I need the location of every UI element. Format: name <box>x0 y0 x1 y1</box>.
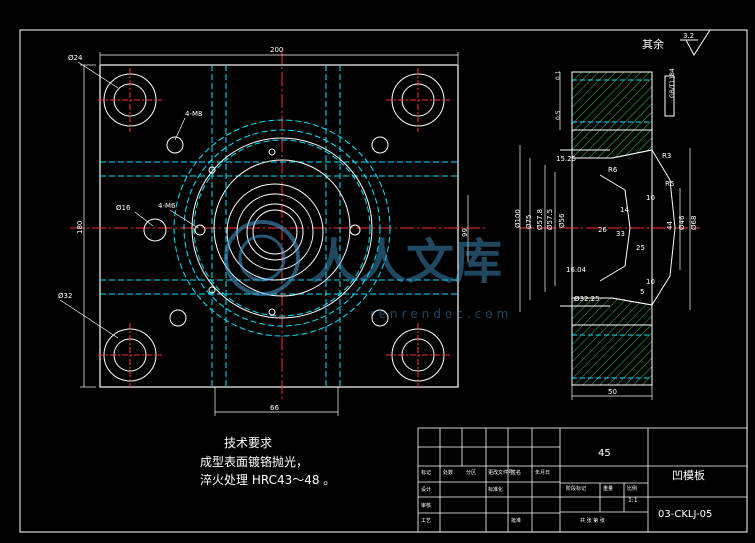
sec-r3: R3 <box>662 152 671 160</box>
sec-inner-dia-3: Ø57.5 <box>546 209 554 230</box>
roughness-symbol <box>685 29 711 56</box>
roughness-note: 其余 <box>642 37 664 51</box>
roughness-value: 3.2 <box>683 32 694 40</box>
sec-dim-44: 44 <box>666 221 674 230</box>
dim-width-top: 200 <box>270 46 283 54</box>
sec-note-top: 15.25 <box>556 155 576 163</box>
tb-row-label-1: 标记 <box>421 469 431 476</box>
dim-left-small: Ø16 <box>116 204 131 212</box>
sec-dim-14: 14 <box>620 206 629 214</box>
dim-thread-top: 4-M8 <box>185 110 202 118</box>
tb-standardization: 标准化 <box>488 486 503 493</box>
tb-row-label-3: 分区 <box>466 469 476 476</box>
tb-row-label-6: 年月日 <box>535 469 550 476</box>
tb-designer: 设计 <box>421 486 431 493</box>
boss-outer-circle <box>191 137 373 319</box>
sec-note-bottom: Ø32.25 <box>574 295 600 303</box>
sec-top-label: 0.5 <box>555 110 562 120</box>
dim-thread-left: 4-M6 <box>158 202 176 210</box>
tb-material: 45 <box>598 448 611 459</box>
section-view <box>519 71 700 400</box>
sec-small-10b: 10 <box>646 278 655 286</box>
cavity-circle-3 <box>236 193 314 271</box>
section-cavity <box>560 149 676 307</box>
sec-inner-dia-4: Ø56 <box>558 213 566 228</box>
sec-r6: R6 <box>608 166 618 174</box>
tech-req-title: 技术要求 <box>224 436 273 450</box>
sec-inner-dia-1: Ø75 <box>525 215 533 229</box>
sec-right-dia-2: Ø68 <box>690 216 698 230</box>
plan-dim-lines <box>59 52 469 416</box>
tb-weight: 重量 <box>603 485 613 492</box>
dim-right: 66 <box>460 228 468 237</box>
tb-sheet-info: 共 张 第 张 <box>580 517 605 524</box>
section-hatch-top <box>571 71 653 131</box>
drawing-border <box>19 29 748 533</box>
dim-top-left-hole: Ø24 <box>68 54 83 62</box>
tb-approve: 批准 <box>511 517 521 524</box>
title-block-grid <box>417 427 748 533</box>
dim-bottom: 66 <box>270 404 279 412</box>
sec-right-dia-1: Ø46 <box>678 215 686 230</box>
sec-bottom-dim: 50 <box>608 388 617 396</box>
sec-top-tol: 0.1 <box>555 70 562 80</box>
watermark-url: renrendoc.com <box>370 307 512 321</box>
watermark-logo <box>224 220 300 296</box>
tb-scale: 1:1 <box>628 497 638 504</box>
tb-row-label-2: 处数 <box>443 469 453 476</box>
sec-r5: R5 <box>665 180 674 188</box>
screw-holes <box>143 136 389 327</box>
sec-dim-25: 25 <box>636 244 645 252</box>
corner-hole-centers <box>98 68 450 387</box>
hidden-channels <box>100 65 458 387</box>
section-hatch-bottom <box>571 324 653 386</box>
tb-row-label-5: 签名 <box>511 469 521 476</box>
dim-height-left: 180 <box>76 221 84 234</box>
tb-stage-mark: 阶段标记 <box>566 485 586 492</box>
sec-small-10a: 10 <box>646 194 655 202</box>
sec-note-mid: 16.04 <box>566 266 587 274</box>
sec-left-dia: Ø100 <box>514 209 522 228</box>
sec-dim-33: 33 <box>616 230 625 238</box>
sec-dim-26: 26 <box>598 226 607 234</box>
sec-vert-label: GB/T1184 <box>669 68 676 98</box>
section-hidden <box>572 79 652 379</box>
watermark-text: 人人文库 <box>310 234 502 290</box>
tb-scale-label: 比例 <box>627 485 637 492</box>
tb-process: 工艺 <box>421 518 431 524</box>
tb-reviewer: 审核 <box>421 502 431 509</box>
section-dim-lines <box>519 72 691 400</box>
tb-drawing-no: 03-CKLJ-05 <box>658 509 712 520</box>
dim-bottom-left: Ø32 <box>58 292 72 300</box>
tech-req-line1: 成型表面镀铬抛光， <box>200 455 309 469</box>
sec-inner-dia-2: Ø57.8 <box>536 209 544 230</box>
tb-part-name: 凹模板 <box>672 468 705 482</box>
cavity-circle-5 <box>252 209 298 255</box>
side-dim-box <box>664 75 675 117</box>
sec-small-5: 5 <box>640 288 644 296</box>
tech-req-line2: 淬火处理 HRC43～48 。 <box>200 473 336 487</box>
plan-view <box>59 50 488 416</box>
tb-row-label-4: 更改文件号 <box>488 469 513 476</box>
plate-outline <box>99 64 459 388</box>
cavity-circle-4 <box>246 203 304 261</box>
section-hatch-mid <box>571 129 653 159</box>
cavity-circle-2 <box>226 183 324 281</box>
